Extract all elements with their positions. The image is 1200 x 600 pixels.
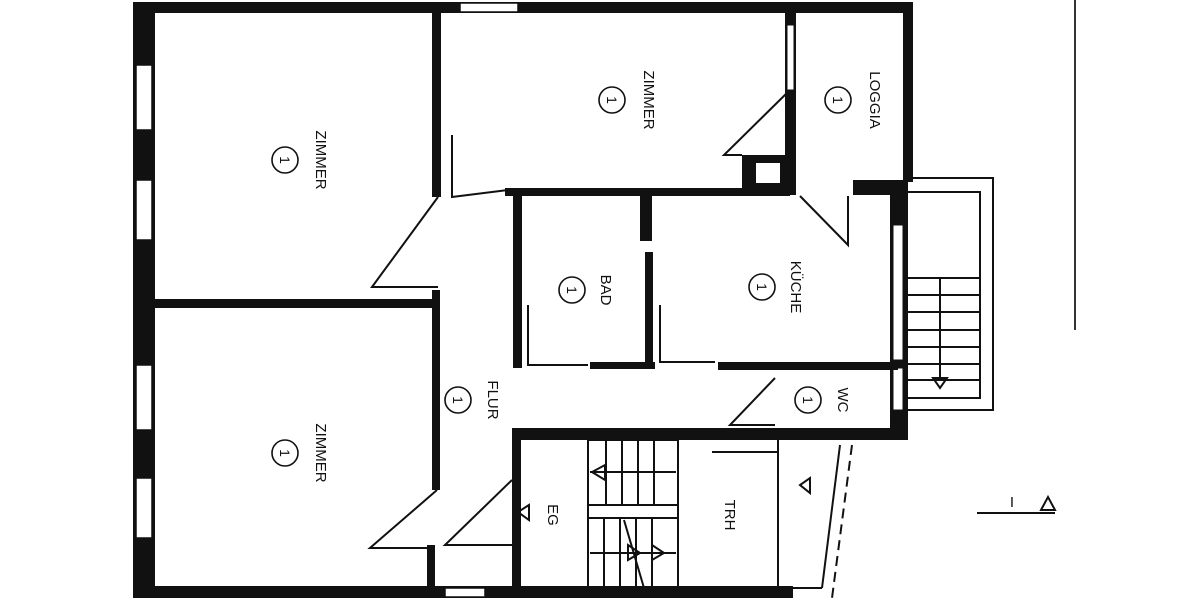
room-label: LOGGIA — [866, 71, 883, 129]
room-label: ZIMMER — [312, 423, 329, 482]
room-number: 1 — [277, 156, 293, 164]
room-label: BAD — [597, 275, 614, 306]
room-number-circle — [558, 276, 586, 304]
room-label: KÜCHE — [787, 261, 805, 314]
room-flur: 1 FLUR — [444, 380, 501, 420]
section-marker: I — [977, 494, 1057, 514]
room-loggia: 1 LOGGIA — [824, 71, 883, 129]
room-label: ZIMMER — [640, 70, 657, 129]
room-zimmer-top-left: 1 ZIMMER — [271, 130, 329, 190]
room-number-circle — [794, 386, 822, 414]
room-label: WC — [834, 388, 851, 413]
room-bad: 1 BAD — [558, 275, 614, 306]
room-zimmer-top-middle: 1 ZIMMER — [598, 70, 657, 130]
room-number: 1 — [604, 96, 620, 104]
room-kueche: 1 KÜCHE — [748, 261, 805, 314]
stair-label-eg: EG — [544, 504, 561, 526]
room-number-circle — [824, 86, 852, 114]
room-number-circle — [271, 439, 299, 467]
room-label: FLUR — [484, 380, 501, 419]
room-number: 1 — [830, 96, 846, 104]
stairs — [516, 177, 994, 599]
room-label: ZIMMER — [312, 130, 329, 189]
room-number: 1 — [564, 286, 580, 294]
room-number-circle — [444, 386, 472, 414]
room-number: 1 — [754, 283, 770, 291]
walls — [133, 2, 913, 598]
room-number: 1 — [800, 396, 816, 404]
room-number-circle — [748, 273, 776, 301]
room-number-circle — [598, 86, 626, 114]
room-number: 1 — [277, 449, 293, 457]
doors — [367, 89, 849, 549]
room-number: 1 — [450, 396, 466, 404]
room-zimmer-bottom-left: 1 ZIMMER — [271, 423, 329, 483]
room-wc: 1 WC — [794, 386, 851, 414]
stair-label-trh: TRH — [721, 500, 738, 531]
room-number-circle — [271, 146, 299, 174]
section-marker-label: I — [1010, 494, 1014, 511]
